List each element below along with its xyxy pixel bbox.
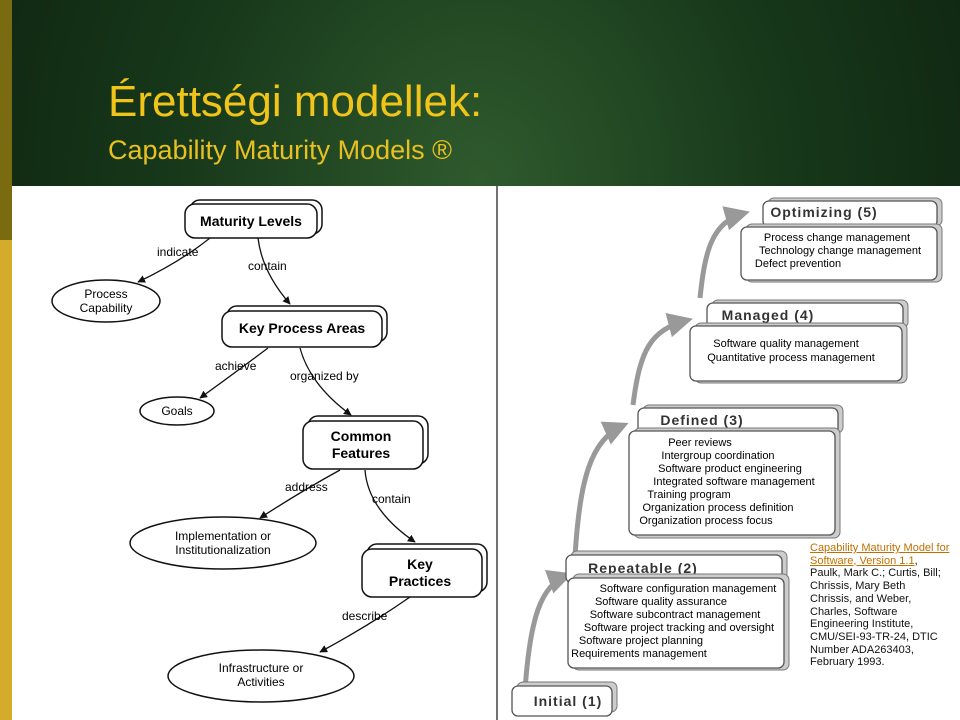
level-managed: Managed (4) Software quality management … [689,299,909,384]
svg-text:Technology change management: Technology change management [759,245,921,257]
label-organized-by: organized by [290,369,359,383]
arrow-contain [257,237,291,305]
svg-text:Implementation or: Implementation or [175,529,271,543]
svg-text:Software product engineering: Software product engineering [658,463,802,475]
level-defined: Defined (3) Peer reviews Intergroup coor… [628,404,844,539]
svg-text:Software project planning: Software project planning [579,635,703,647]
label-describe: describe [342,609,388,623]
svg-text:Maturity Levels: Maturity Levels [200,213,302,229]
svg-text:Activities: Activities [237,675,284,689]
svg-text:Organization process definitio: Organization process definition [642,502,793,514]
svg-text:Repeatable (2): Repeatable (2) [588,560,698,576]
label-contain: contain [248,259,287,273]
step-arrow-4 [697,206,750,299]
svg-text:Process: Process [84,287,127,301]
level-optimizing: Optimizing (5) Process change management… [740,197,943,283]
maturity-levels-node: Maturity Levels [184,199,323,239]
svg-text:Intergroup coordination: Intergroup coordination [661,450,774,462]
svg-text:Defect prevention: Defect prevention [755,258,841,270]
concept-map: Maturity Levels Process Capability Key P… [51,199,488,703]
svg-text:Training program: Training program [647,489,730,501]
citation: Capability Maturity Model for Software, … [810,542,950,669]
arrow-describe [319,596,411,653]
arrow-achieve [199,347,269,399]
arrow-organized-by [299,347,352,416]
svg-text:Requirements management: Requirements management [571,648,707,660]
svg-text:Infrastructure or: Infrastructure or [219,661,304,675]
svg-text:Key Process Areas: Key Process Areas [239,320,366,336]
svg-text:Practices: Practices [389,573,451,589]
infrastructure-node: Infrastructure or Activities [167,649,355,703]
arrow-address [259,469,341,519]
slide-title: Érettségi modellek: [108,77,483,126]
label-address: address [285,480,328,494]
citation-text: , Paulk, Mark C.; Curtis, Bill; Chrissis… [810,554,941,669]
svg-text:Integrated software management: Integrated software management [653,476,814,488]
process-capability-node: Process Capability [51,279,161,323]
label-achieve: achieve [215,359,257,373]
step-arrow-3 [630,313,693,406]
svg-text:Peer reviews: Peer reviews [668,437,732,449]
goals-node: Goals [139,396,215,426]
svg-text:Features: Features [332,445,391,461]
svg-text:Institutionalization: Institutionalization [175,543,270,557]
svg-text:Process change management: Process change management [764,232,910,244]
slide-subtitle: Capability Maturity Models ® [108,135,453,165]
citation-link[interactable]: Capability Maturity Model for Software, … [810,542,950,567]
level-repeatable: Repeatable (2) Software configuration ma… [565,550,790,671]
svg-text:Quantitative process managemen: Quantitative process management [707,352,875,364]
svg-text:Defined (3): Defined (3) [660,412,743,428]
accent-bar [0,240,12,720]
svg-text:Organization process focus: Organization process focus [639,515,773,527]
step-arrow-2 [572,421,629,557]
svg-text:Key: Key [407,556,433,572]
common-features-node: Common Features [302,415,429,470]
key-process-areas-node: Key Process Areas [221,305,388,348]
svg-text:Software subcontract managemen: Software subcontract management [590,609,761,621]
maturity-staircase: Initial (1) Repeatable (2) Software conf… [511,197,943,717]
label-contain-2: contain [372,492,411,506]
svg-text:Software project tracking and: Software project tracking and oversight [584,622,774,634]
svg-text:Software quality management: Software quality management [713,338,859,350]
svg-text:Goals: Goals [161,404,192,418]
svg-text:Common: Common [331,428,392,444]
accent-bar-top [0,0,12,240]
key-practices-node: Key Practices [361,543,488,598]
svg-text:Initial (1): Initial (1) [534,693,603,709]
level-initial: Initial (1) [511,681,618,717]
arrow-indicate [137,237,211,283]
svg-text:Optimizing (5): Optimizing (5) [770,204,877,220]
svg-text:Software quality assurance: Software quality assurance [595,596,727,608]
svg-text:Managed (4): Managed (4) [722,307,815,323]
arrow-contain-2 [364,469,416,543]
label-indicate: indicate [157,245,199,259]
step-arrow-1 [522,569,573,691]
implementation-node: Implementation or Institutionalization [129,516,317,570]
svg-text:Capability: Capability [80,301,133,315]
svg-text:Software configuration managem: Software configuration management [600,583,777,595]
